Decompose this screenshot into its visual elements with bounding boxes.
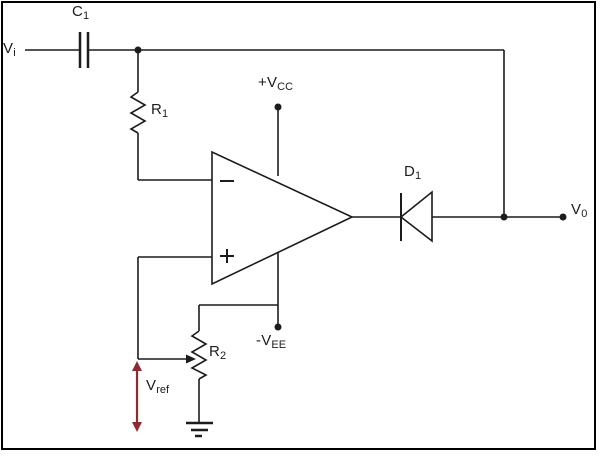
label-vo: V0 [571,201,588,220]
vref-arrow-head-down-icon [132,422,142,432]
output-terminal-dot [559,213,567,221]
label-c1: C1 [72,3,90,22]
diagram-border [1,1,596,450]
diode-triangle [399,190,433,243]
label-d1: D1 [404,163,422,182]
label-vi: Vi [3,40,16,59]
label-r1: R1 [151,101,169,120]
vee-terminal-dot [274,323,282,331]
resistor-r1-zigzag [129,91,147,134]
output-junction-dot [500,213,508,221]
label-vee: -VEE [256,332,287,351]
label-vref: Vref [146,377,170,396]
vref-arrow-head-up-icon [132,361,142,371]
label-vcc: +VCC [258,74,294,93]
wiper-arrow-icon [186,354,196,364]
opamp-triangle [211,150,354,286]
label-r2: R2 [209,343,227,362]
resistor-r2-zigzag [190,330,208,380]
